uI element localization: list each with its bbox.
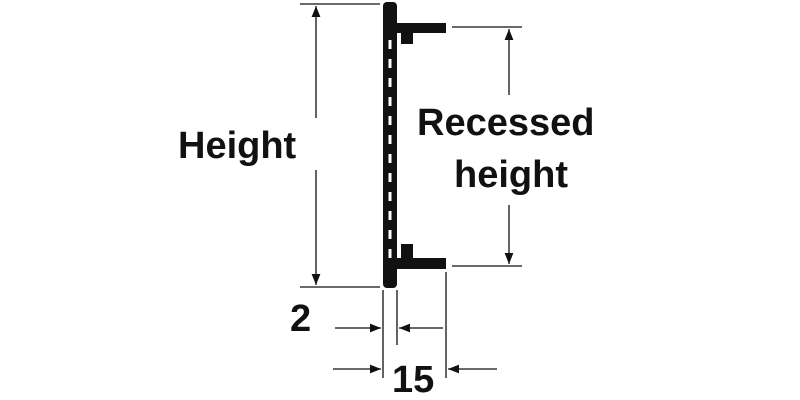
profile-bottom-flange (395, 258, 446, 269)
profile-back-plate (383, 2, 397, 288)
profile-top-lip (401, 23, 413, 44)
recessed-height-dimension: Recessed height (417, 26, 594, 267)
depth-dimension: 15 (333, 272, 497, 400)
profile-top-flange (395, 23, 446, 33)
thickness-label: 2 (290, 298, 311, 340)
recessed-label-line1: Recessed (417, 102, 594, 144)
profile-section (383, 2, 446, 288)
height-label: Height (178, 125, 297, 167)
profile-bottom-lip (401, 244, 413, 266)
height-dimension: Height (178, 3, 380, 288)
depth-label: 15 (392, 359, 434, 400)
thickness-dimension: 2 (290, 290, 443, 378)
recessed-label-line2: height (454, 154, 568, 196)
